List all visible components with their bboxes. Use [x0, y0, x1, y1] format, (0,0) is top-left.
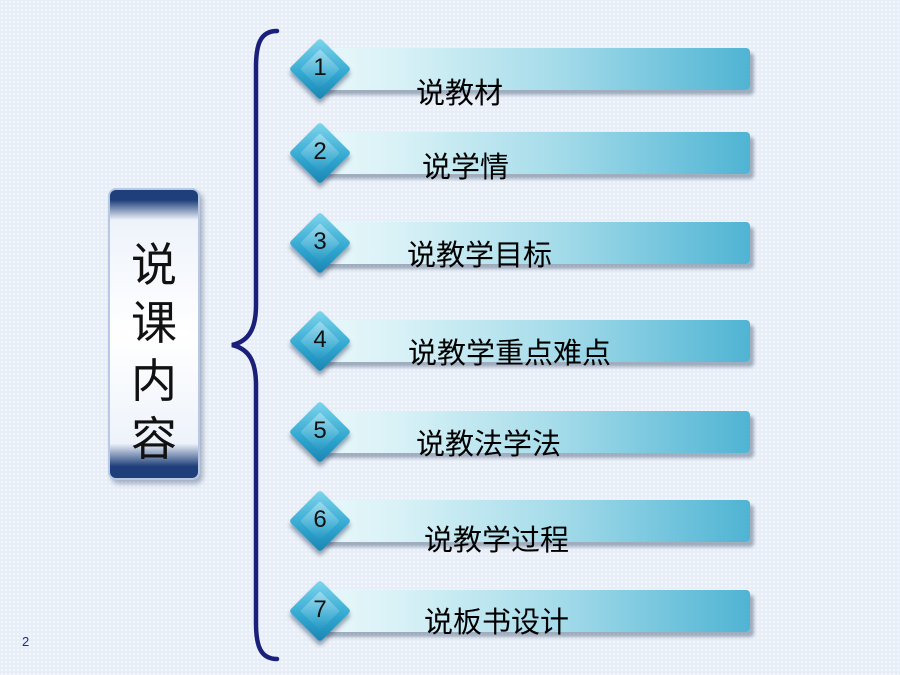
item-number: 3: [313, 228, 327, 255]
item-label: 说教学重点难点: [408, 336, 612, 370]
item-label: 说板书设计: [424, 605, 570, 639]
page-number: 2: [22, 634, 30, 649]
item-label: 说教法学法: [416, 427, 562, 461]
curly-brace: [231, 28, 280, 662]
item-bar: [316, 222, 750, 264]
slide-title: 说 课 内 容: [131, 238, 177, 466]
item-number: 2: [313, 138, 327, 165]
item-bar: [316, 411, 750, 453]
list-item-4[interactable]: 4 说教学重点难点: [288, 309, 760, 384]
item-bar: [316, 590, 750, 632]
item-number: 1: [313, 54, 327, 81]
item-bar: [316, 500, 750, 542]
item-number: 5: [313, 417, 327, 444]
list-item-6[interactable]: 6 说教学过程: [288, 489, 760, 564]
item-bar: [316, 48, 750, 90]
item-number: 4: [313, 326, 327, 353]
item-label: 说学情: [422, 150, 510, 184]
list-item-5[interactable]: 5 说教法学法: [288, 400, 760, 475]
list-item-7[interactable]: 7 说板书设计: [288, 579, 760, 654]
item-label: 说教学过程: [424, 523, 570, 557]
item-bar: [316, 320, 750, 362]
list-item-3[interactable]: 3 说教学目标: [288, 211, 760, 286]
item-bar: [316, 132, 750, 174]
item-label: 说教材: [416, 76, 504, 110]
list-item-2[interactable]: 2 说学情: [288, 121, 760, 196]
item-number: 7: [313, 596, 327, 623]
title-box-inner: [110, 190, 198, 478]
item-label: 说教学目标: [407, 238, 553, 272]
item-number: 6: [313, 506, 327, 533]
title-box: 说 课 内 容: [108, 188, 200, 480]
list-item-1[interactable]: 1 说教材: [288, 37, 760, 112]
